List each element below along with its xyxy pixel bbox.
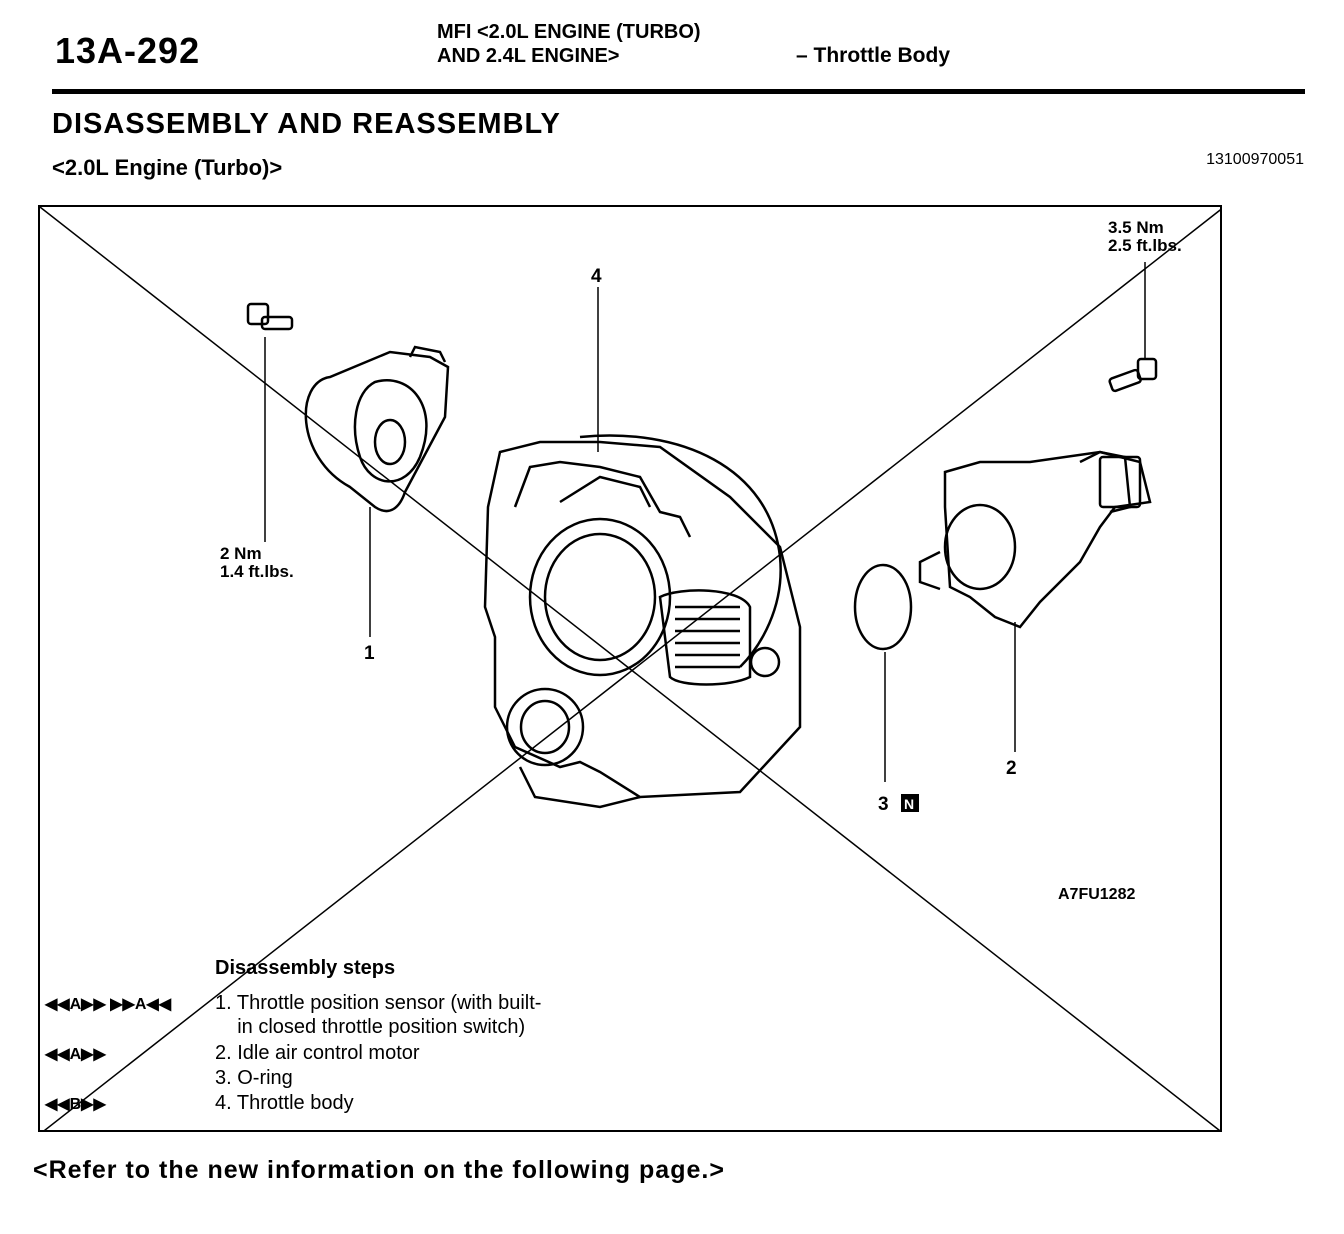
step-3: 3. O-ring xyxy=(215,1067,293,1089)
step-2-symbols: ◀◀A▶▶ xyxy=(45,1046,106,1063)
page-subtitle: <2.0L Engine (Turbo)> xyxy=(52,155,283,180)
throttle-position-sensor-icon xyxy=(304,345,450,513)
callout-4: 4 xyxy=(591,266,602,287)
torque-spec-2: 3.5 Nm 2.5 ft.lbs. xyxy=(1108,219,1182,255)
screw-icon xyxy=(1108,357,1158,393)
figure-code: A7FU1282 xyxy=(1058,886,1136,903)
callout-2: 2 xyxy=(1006,758,1017,779)
step-1-continued: in closed throttle position switch) xyxy=(215,1016,526,1038)
callout-3: 3 xyxy=(878,794,889,815)
screw-icon xyxy=(246,302,294,331)
strike-line-2 xyxy=(43,209,1220,1130)
step-1-symbols: ◀◀A▶▶ ▶▶A◀◀ xyxy=(45,996,171,1013)
o-ring-icon xyxy=(853,563,913,651)
page-number: 13A-292 xyxy=(55,30,201,71)
step-4: 4. Throttle body xyxy=(215,1092,354,1114)
section-topic: – Throttle Body xyxy=(796,44,951,67)
torque-2-nm: 3.5 Nm xyxy=(1108,218,1164,237)
header-rule xyxy=(52,89,1305,94)
section-line-1: MFI <2.0L ENGINE (TURBO) xyxy=(437,21,701,43)
callout-3-symbol: N xyxy=(904,796,915,812)
torque-spec-1: 2 Nm 1.4 ft.lbs. xyxy=(220,545,294,581)
callout-1: 1 xyxy=(364,643,375,664)
figure-panel: 4 1 2 3 N 2 Nm 1.4 ft.lbs. 3.5 Nm 2.5 ft… xyxy=(38,205,1222,1132)
torque-2-ftlbs: 2.5 ft.lbs. xyxy=(1108,236,1182,255)
idle-air-control-motor-icon xyxy=(918,450,1152,629)
torque-1-nm: 2 Nm xyxy=(220,544,262,563)
non-reusable-part-icon xyxy=(901,794,919,812)
step-1: 1. Throttle position sensor (with built- xyxy=(215,992,542,1014)
steps-heading: Disassembly steps xyxy=(215,957,396,979)
torque-1-ftlbs: 1.4 ft.lbs. xyxy=(220,562,294,581)
step-4-symbols: ◀◀B▶▶ xyxy=(45,1096,106,1113)
page-title: DISASSEMBLY AND REASSEMBLY xyxy=(52,108,561,140)
footer-note: <Refer to the new information on the fol… xyxy=(33,1156,725,1184)
section-line-2: AND 2.4L ENGINE> xyxy=(437,45,620,67)
throttle-body-icon xyxy=(483,434,802,809)
step-2: 2. Idle air control motor xyxy=(215,1042,420,1064)
throttle-body-illustration xyxy=(40,207,1220,1130)
document-id: 13100970051 xyxy=(1206,151,1304,168)
section-header: MFI <2.0L ENGINE (TURBO) AND 2.4L ENGINE… xyxy=(437,20,701,68)
